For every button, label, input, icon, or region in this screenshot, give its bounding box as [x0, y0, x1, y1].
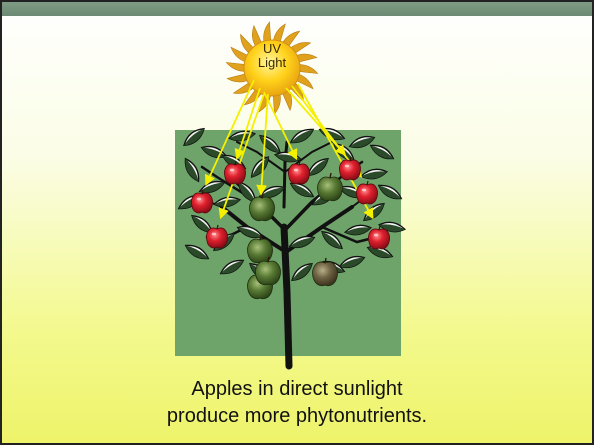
leaf-icon: [360, 167, 387, 180]
red-apple-icon: [288, 161, 309, 184]
red-apple-icon: [339, 157, 360, 180]
leaf-icon: [248, 154, 272, 180]
leaf-icon: [368, 142, 395, 163]
green-apple-icon: [318, 173, 343, 201]
leaf-icon: [236, 223, 264, 240]
sun-label-line1: UV: [252, 42, 292, 56]
red-apple-icon: [356, 181, 377, 204]
leaf-icon: [376, 182, 403, 203]
caption-line1: Apples in direct sunlight: [2, 376, 592, 403]
leaf-icon: [182, 156, 203, 183]
sun-ray: [298, 65, 318, 74]
leaf-icon: [344, 223, 371, 236]
leaf-icon: [288, 126, 315, 147]
sun-label-line2: Light: [252, 56, 292, 70]
leaf-icon: [181, 125, 207, 149]
leaf-icon: [289, 260, 315, 284]
sun-ray: [226, 62, 246, 71]
red-apple-icon: [191, 190, 212, 213]
leaf-icon: [183, 242, 210, 263]
leaf-icon: [257, 132, 283, 156]
caption-line2: produce more phytonutrients.: [2, 403, 592, 430]
caption: Apples in direct sunlight produce more p…: [2, 376, 592, 430]
leaf-icon: [218, 257, 245, 278]
sun-label: UV Light: [252, 42, 292, 70]
